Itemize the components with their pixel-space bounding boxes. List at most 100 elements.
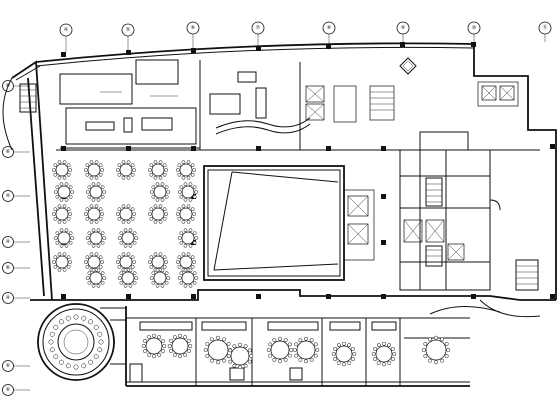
chair (81, 363, 87, 369)
round-table (147, 252, 169, 272)
chair (132, 240, 137, 245)
chair (66, 216, 71, 221)
chair (342, 341, 346, 346)
chair (68, 240, 73, 245)
table-top (87, 255, 101, 269)
chair (149, 255, 154, 260)
chair (209, 358, 214, 363)
chair (153, 175, 158, 180)
chair (190, 255, 195, 260)
chair (190, 216, 195, 221)
grid-bubble: ⑥ (2, 360, 30, 372)
round-table (115, 252, 137, 272)
chair (177, 190, 182, 194)
grid-bubble: ⑥ (2, 384, 30, 396)
chair (162, 172, 167, 177)
chair (304, 336, 308, 341)
chair (157, 352, 162, 357)
grid-bubble: ⑥ (186, 21, 200, 52)
table-top (296, 340, 316, 360)
chair (216, 360, 220, 365)
round-table (177, 182, 199, 202)
chair (151, 280, 156, 285)
chair (62, 267, 67, 272)
chair (87, 231, 92, 236)
chair (151, 194, 156, 199)
chair (68, 194, 73, 199)
chair (98, 255, 103, 260)
chair (309, 338, 314, 343)
chair (376, 360, 381, 365)
chair (100, 260, 105, 264)
chair (164, 168, 169, 172)
chair (183, 268, 188, 273)
chair (164, 185, 169, 190)
chair (117, 255, 122, 260)
chair (121, 160, 126, 165)
round-table (83, 160, 105, 180)
chair (59, 243, 64, 248)
chair (183, 182, 188, 187)
round-table (292, 336, 320, 364)
grid-bubble: ④ (59, 23, 73, 52)
chair (102, 276, 107, 280)
chair (188, 197, 193, 202)
chair (268, 342, 273, 347)
chair (272, 338, 277, 343)
grid-bubble: ④ (2, 292, 30, 304)
chair (177, 236, 182, 240)
prefunction-hall (203, 165, 345, 281)
chair (427, 337, 432, 342)
chair (97, 331, 103, 337)
chair (272, 357, 277, 362)
table-top (55, 163, 69, 177)
chair (444, 341, 449, 346)
chair (294, 342, 299, 347)
chair (278, 359, 282, 364)
chair (66, 172, 71, 177)
chair (188, 344, 193, 348)
chair (190, 264, 195, 269)
chair (85, 264, 90, 269)
round-table (175, 204, 197, 224)
chair (294, 353, 299, 358)
chair (57, 160, 62, 165)
round-table (226, 342, 254, 370)
chair (164, 194, 169, 199)
chair (98, 163, 103, 168)
chair (151, 271, 156, 276)
chair (91, 228, 96, 233)
exterior-walls (2, 42, 557, 387)
chair (373, 357, 378, 362)
table-top (335, 345, 353, 363)
table-top (181, 231, 195, 245)
chair (59, 182, 64, 187)
chair (115, 168, 120, 172)
grid-bubble: ⑦ (251, 21, 265, 48)
chair (194, 236, 199, 240)
chair (98, 339, 104, 345)
round-table (167, 333, 193, 359)
chair (166, 190, 171, 194)
chair (57, 267, 62, 272)
table-top (425, 339, 447, 361)
round-table (147, 204, 169, 224)
chair (434, 360, 438, 365)
chair (152, 333, 156, 338)
chair (83, 168, 88, 172)
chair (331, 352, 336, 356)
chair (68, 168, 73, 172)
chair (192, 240, 197, 245)
chair (304, 359, 308, 364)
chair (51, 260, 56, 264)
chair (100, 185, 105, 190)
chair (192, 260, 197, 264)
chair (55, 231, 60, 236)
round-table (85, 228, 107, 248)
chair (188, 283, 193, 288)
chair (62, 252, 67, 257)
round-table (177, 268, 199, 288)
grid-label: ⑥ (6, 265, 11, 271)
chair (228, 359, 233, 364)
chair (158, 204, 163, 209)
